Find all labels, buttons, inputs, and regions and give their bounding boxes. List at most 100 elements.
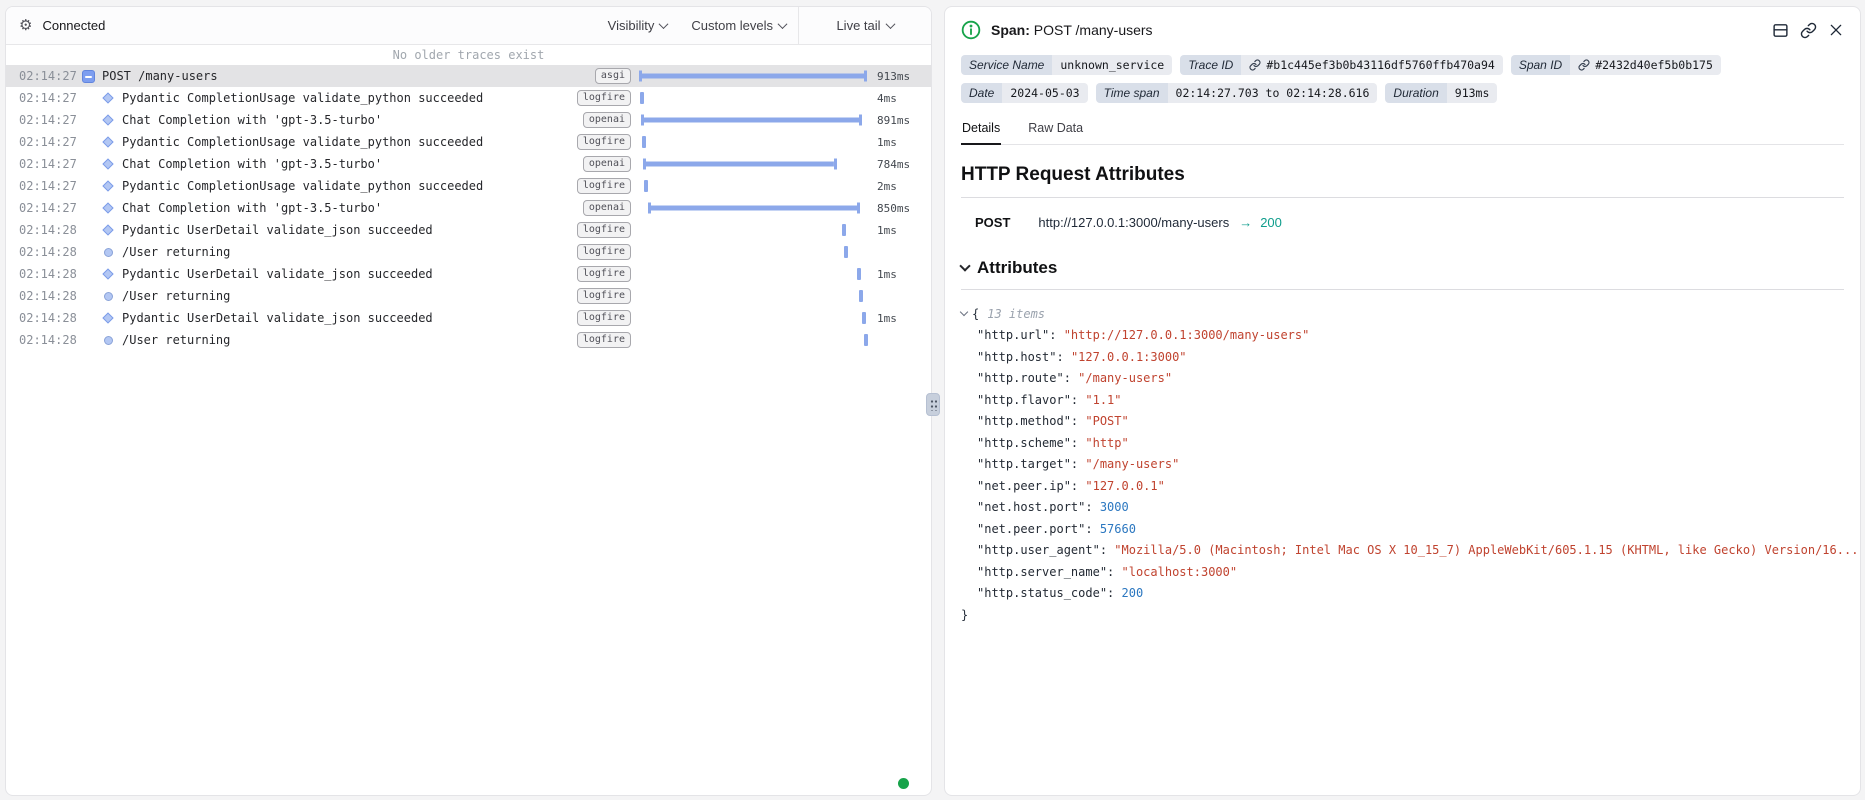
- trace-row-label: Pydantic CompletionUsage validate_python…: [122, 91, 484, 105]
- json-items-count: 13 items: [987, 306, 1046, 321]
- dock-panel-icon[interactable]: [1772, 22, 1789, 39]
- json-entry: "http.flavor": "1.1": [977, 392, 1122, 407]
- trace-row-duration-label: 850ms: [877, 201, 911, 215]
- duration-bar: [841, 224, 846, 236]
- json-entry: "http.method": "POST": [977, 414, 1129, 429]
- trace-row-label: Pydantic UserDetail validate_json succee…: [122, 267, 433, 281]
- trace-row-timestamp: 02:14:27: [19, 69, 77, 83]
- trace-row-badge-col: asgi: [585, 68, 631, 84]
- json-key: "http.server_name": [977, 564, 1108, 579]
- instrumentation-badge: asgi: [594, 68, 631, 84]
- trace-row-timestamp: 02:14:28: [19, 223, 77, 237]
- trace-row[interactable]: 02:14:28 /User returning logfire: [6, 285, 931, 307]
- diamond-icon: [102, 202, 114, 214]
- tab-raw-data[interactable]: Raw Data: [1028, 121, 1084, 135]
- trace-row-badge-col: logfire: [576, 244, 631, 260]
- trace-row-label: Chat Completion with 'gpt-3.5-turbo': [122, 157, 383, 171]
- instrumentation-badge: logfire: [576, 134, 631, 150]
- instrumentation-badge: logfire: [576, 310, 631, 326]
- span-title: Span: POST /many-users: [991, 22, 1153, 38]
- attributes-json-viewer: { 13 items "http.url": "http://127.0.0.1…: [959, 303, 1860, 626]
- json-value: 200: [1121, 586, 1144, 601]
- meta-badge-value: #2432d40ef5b0b175: [1570, 55, 1721, 75]
- tab-details[interactable]: Details: [961, 121, 1002, 145]
- meta-badge-label: Service Name: [961, 55, 1053, 75]
- trace-row[interactable]: 02:14:27 Pydantic CompletionUsage valida…: [6, 87, 931, 109]
- live-tail-indicator-dot: [898, 778, 909, 789]
- trace-row-duration-label: 2ms: [877, 179, 897, 193]
- trace-row-icon-wrap: [99, 247, 117, 257]
- diamond-icon: [102, 268, 114, 280]
- duration-bar: [641, 114, 863, 126]
- trace-row-timestamp: 02:14:27: [19, 179, 77, 193]
- trace-row[interactable]: 02:14:28 /User returning logfire: [6, 241, 931, 263]
- json-key: "http.host": [977, 349, 1057, 364]
- trace-row-badge-col: openai: [582, 200, 631, 216]
- close-icon[interactable]: [1828, 22, 1844, 38]
- trace-row[interactable]: 02:14:27 Chat Completion with 'gpt-3.5-t…: [6, 109, 931, 131]
- trace-row[interactable]: 02:14:27 Pydantic CompletionUsage valida…: [6, 131, 931, 153]
- json-key: "net.host.port": [977, 500, 1086, 515]
- trace-row[interactable]: 02:14:28 Pydantic UserDetail validate_js…: [6, 219, 931, 241]
- json-entry: "http.status_code": 200: [977, 586, 1144, 601]
- panel-resize-handle[interactable]: [926, 393, 940, 416]
- trace-row[interactable]: 02:14:27 Pydantic CompletionUsage valida…: [6, 175, 931, 197]
- trace-row-icon-wrap: [99, 224, 117, 236]
- meta-badge-label: Time span: [1095, 83, 1168, 103]
- trace-row[interactable]: 02:14:27 Chat Completion with 'gpt-3.5-t…: [6, 153, 931, 175]
- meta-badge-value: 02:14:27.703 to 02:14:28.616: [1167, 83, 1378, 103]
- custom-levels-dropdown[interactable]: Custom levels: [679, 18, 798, 33]
- trace-row-timestamp: 02:14:27: [19, 157, 77, 171]
- arrow-right-icon: →: [1239, 215, 1253, 230]
- instrumentation-badge: logfire: [576, 332, 631, 348]
- circle-icon: [103, 335, 113, 345]
- trace-row-duration-bar: [639, 153, 867, 175]
- diamond-icon: [102, 158, 114, 170]
- json-entry: "http.url": "http://127.0.0.1:3000/many-…: [977, 328, 1310, 343]
- trace-row-badge-col: logfire: [576, 222, 631, 238]
- attributes-section-toggle[interactable]: Attributes: [959, 258, 1844, 278]
- json-close-line: }: [961, 604, 1844, 626]
- trace-row-duration-bar: [639, 307, 867, 329]
- copy-link-icon[interactable]: [1800, 22, 1817, 39]
- diamond-icon: [102, 312, 114, 324]
- trace-row-timestamp: 02:14:28: [19, 245, 77, 259]
- divider: [961, 289, 1844, 290]
- settings-gear-icon[interactable]: ⚙: [19, 17, 33, 34]
- json-collapse-icon[interactable]: [959, 308, 969, 317]
- trace-row-duration-bar: [639, 65, 867, 87]
- span-meta-badge[interactable]: Trace ID #b1c445ef3b0b43116df5760ffb470a…: [1180, 55, 1503, 75]
- chevron-down-icon: [658, 19, 669, 30]
- trace-row-timestamp: 02:14:27: [19, 91, 77, 105]
- trace-row[interactable]: 02:14:28 Pydantic UserDetail validate_js…: [6, 307, 931, 329]
- chevron-down-icon: [959, 260, 971, 272]
- meta-badge-label: Trace ID: [1180, 55, 1242, 75]
- instrumentation-badge: logfire: [576, 244, 631, 260]
- trace-row-duration-label: 784ms: [877, 157, 911, 171]
- diamond-icon: [102, 224, 114, 236]
- json-open-line: { 13 items: [959, 303, 1844, 325]
- request-method: POST: [975, 215, 1011, 230]
- duration-bar: [644, 180, 649, 192]
- trace-row-label: Chat Completion with 'gpt-3.5-turbo': [122, 113, 383, 127]
- trace-row-badge-col: logfire: [576, 266, 631, 282]
- trace-row-label: Chat Completion with 'gpt-3.5-turbo': [122, 201, 383, 215]
- visibility-dropdown[interactable]: Visibility: [596, 18, 680, 33]
- request-url: http://127.0.0.1:3000/many-users: [1038, 215, 1230, 230]
- instrumentation-badge: openai: [582, 156, 631, 172]
- chevron-down-icon: [885, 19, 895, 30]
- trace-row[interactable]: 02:14:28 Pydantic UserDetail validate_js…: [6, 263, 931, 285]
- duration-bar: [858, 290, 863, 302]
- instrumentation-badge: logfire: [576, 222, 631, 238]
- trace-row[interactable]: 02:14:27 Chat Completion with 'gpt-3.5-t…: [6, 197, 931, 219]
- trace-row-icon-wrap: [99, 312, 117, 324]
- json-entry: "http.route": "/many-users": [977, 371, 1173, 386]
- duration-bar: [648, 202, 861, 214]
- json-entries: "http.url": "http://127.0.0.1:3000/many-…: [961, 325, 1860, 605]
- trace-row-duration-label: 1ms: [877, 267, 897, 281]
- live-tail-dropdown[interactable]: Live tail: [824, 18, 905, 33]
- span-meta-badge[interactable]: Span ID #2432d40ef5b0b175: [1510, 55, 1721, 75]
- json-entry: "net.peer.port": 57660: [977, 521, 1136, 536]
- trace-row[interactable]: 02:14:28 /User returning logfire: [6, 329, 931, 351]
- trace-row[interactable]: 02:14:27 POST /many-users asgi 913ms: [6, 65, 931, 87]
